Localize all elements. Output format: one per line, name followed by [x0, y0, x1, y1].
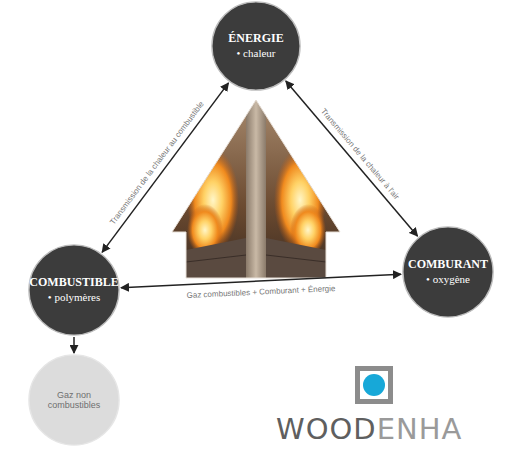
node-title: ÉNERGIE — [228, 32, 283, 46]
circle-outline — [402, 226, 494, 318]
node-title: COMBUSTIBLE — [29, 276, 118, 290]
connector-arrow — [121, 274, 401, 287]
logo-word: WOOD — [276, 412, 377, 446]
node-subtitle: • polymères — [48, 291, 100, 304]
oxidizer-circle: COMBURANT• oxygène — [402, 226, 494, 318]
connector-arrow — [73, 337, 75, 353]
logo-word: ENHA — [377, 412, 463, 446]
node-title: Gaz non combustibles — [44, 390, 104, 411]
node-subtitle: • oxygène — [426, 273, 470, 286]
connector-arrow — [286, 81, 418, 236]
fuel-circle: COMBUSTIBLE• polymères — [28, 244, 120, 336]
energy-circle: ÉNERGIE• chaleur — [211, 1, 301, 91]
logo-wordmark: WOODENHA — [276, 412, 462, 446]
circle-outline — [28, 244, 120, 336]
node-title: COMBURANT — [408, 258, 488, 272]
edge-label: Transmission de la chaleur à l'air — [319, 106, 401, 201]
circle-outline — [211, 1, 301, 91]
gas-circle: Gaz non combustibles — [28, 354, 120, 446]
edge-label: Gaz combustibles + Comburant + Énergie — [186, 284, 335, 300]
connector-arrow — [102, 83, 228, 252]
node-subtitle: • chaleur — [237, 47, 276, 60]
